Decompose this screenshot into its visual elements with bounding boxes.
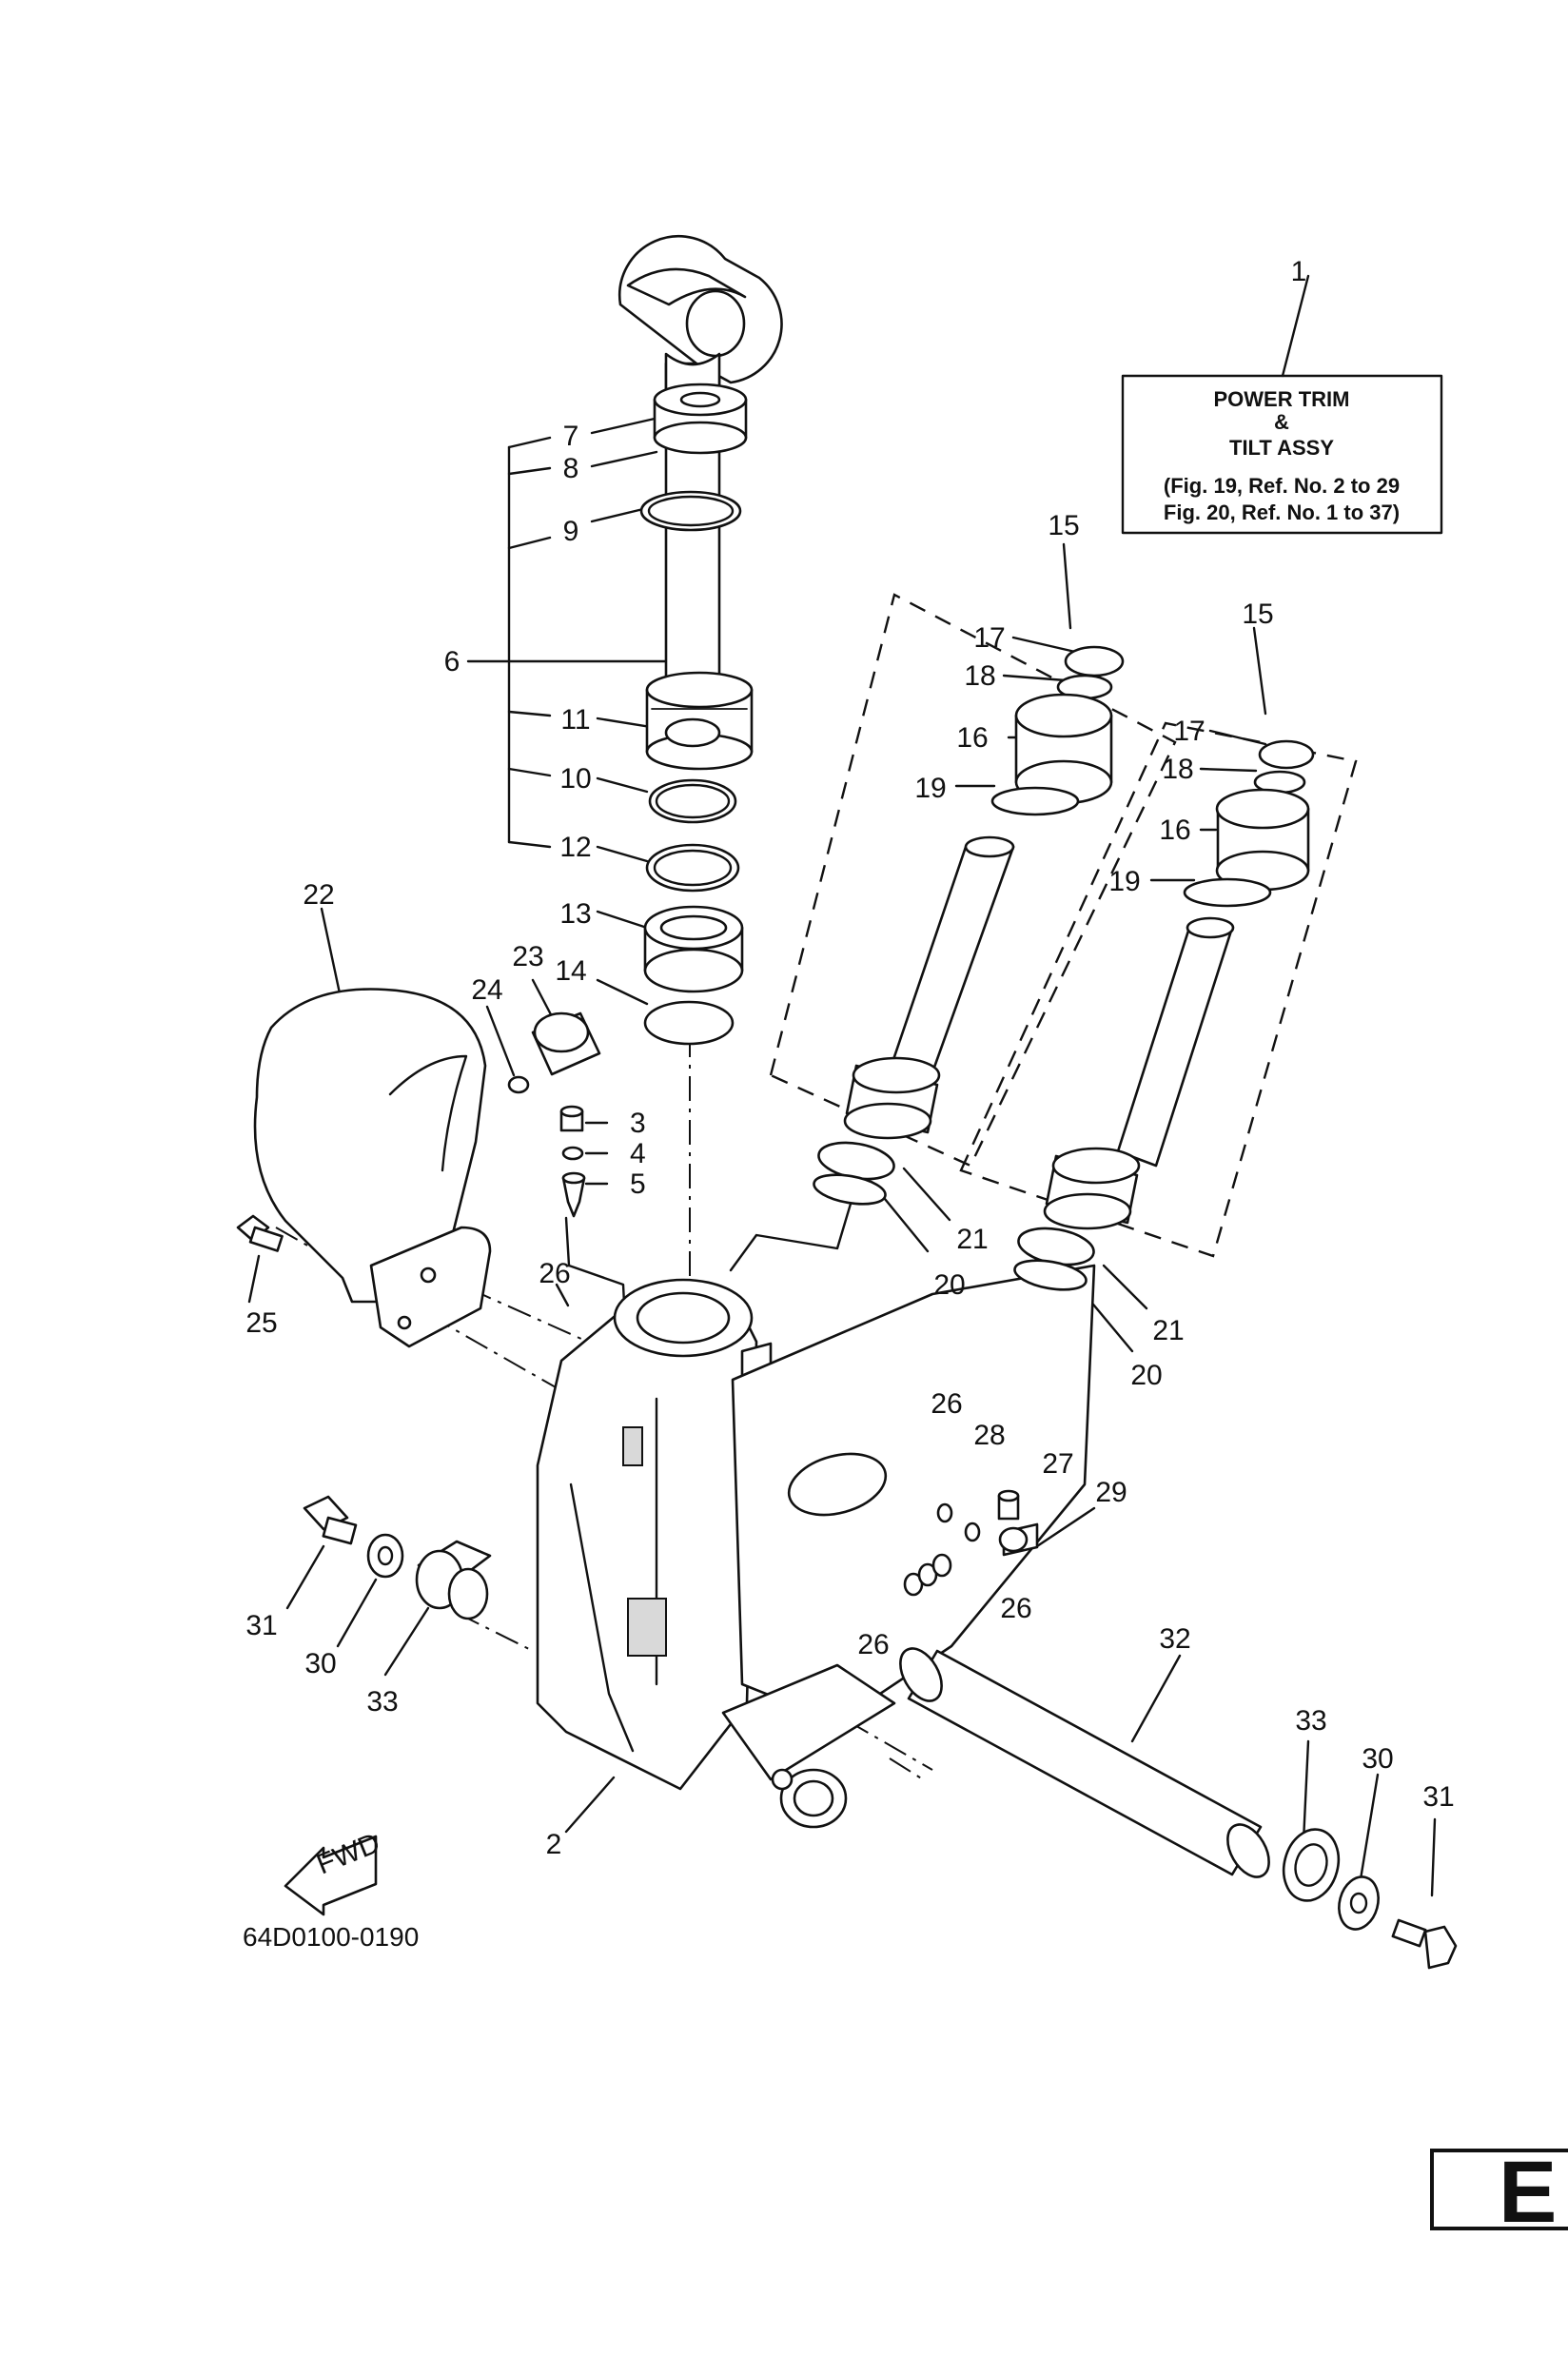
callout-21a: 21: [956, 1224, 988, 1255]
callout-30b: 30: [1362, 1743, 1393, 1775]
callout-17b: 17: [1173, 716, 1205, 747]
callout-10: 10: [559, 763, 591, 795]
callout-16b: 16: [1159, 815, 1190, 846]
callout-6: 6: [444, 646, 461, 677]
info-box-line3: TILT ASSY: [1229, 436, 1334, 460]
cover-group: [253, 988, 601, 1348]
callout-14: 14: [555, 955, 586, 987]
callout-23: 23: [512, 941, 543, 972]
callout-17a: 17: [973, 622, 1005, 654]
info-box-line4: (Fig. 19, Ref. No. 2 to 29: [1164, 474, 1400, 498]
callout-26c: 26: [1000, 1593, 1031, 1624]
callout-11: 11: [560, 704, 590, 736]
callout-15b: 15: [1242, 599, 1273, 630]
callout-20a: 20: [933, 1269, 965, 1301]
callout-27: 27: [1042, 1448, 1073, 1480]
callout-19a: 19: [914, 773, 946, 804]
bolt-25: [236, 1214, 284, 1252]
page-tab: E: [1430, 2144, 1568, 2241]
callout-19b: 19: [1108, 866, 1140, 897]
fwd-arrow: FWD: [284, 1827, 384, 1916]
callout-18a: 18: [964, 660, 995, 692]
callout-29: 29: [1095, 1477, 1127, 1508]
callout-20b: 20: [1130, 1360, 1162, 1391]
callout-3: 3: [630, 1108, 646, 1139]
callout-33a: 33: [366, 1686, 398, 1718]
tilt-rod-assembly: [618, 235, 783, 1046]
left-mount-parts: [303, 1495, 492, 1620]
piston-assemblies: [769, 593, 1358, 1291]
info-box-line2: &: [1274, 410, 1289, 434]
callout-15a: 15: [1048, 510, 1079, 541]
callout-28-area: 28: [973, 1420, 1005, 1451]
callout-24: 24: [471, 974, 502, 1006]
callout-18b: 18: [1162, 754, 1193, 785]
callout-32: 32: [1159, 1623, 1190, 1655]
callout-9: 9: [563, 516, 579, 547]
callout-16a: 16: [956, 722, 988, 754]
callout-31a: 31: [245, 1610, 277, 1641]
cylinder-body: [536, 1264, 1096, 1829]
callout-31b: 31: [1422, 1781, 1454, 1813]
callout-12: 12: [559, 832, 591, 863]
small-fittings: [903, 1489, 1039, 1597]
callout-4: 4: [630, 1138, 646, 1169]
callout-26a: 26: [539, 1258, 570, 1289]
info-box-line5: Fig. 20, Ref. No. 1 to 37): [1164, 501, 1400, 524]
callout-1: 1: [1291, 256, 1307, 287]
callout-13: 13: [559, 898, 591, 930]
page-tab-letter: E: [1499, 2144, 1557, 2241]
shaft-32: [899, 1647, 1458, 1970]
callout-8: 8: [563, 453, 579, 484]
callout-2: 2: [546, 1829, 562, 1860]
callout-22: 22: [303, 879, 334, 911]
callout-33b: 33: [1295, 1705, 1326, 1737]
callout-21b: 21: [1152, 1315, 1184, 1346]
info-box: POWER TRIM & TILT ASSY (Fig. 19, Ref. No…: [1121, 374, 1443, 535]
info-box-line1: POWER TRIM: [1214, 387, 1350, 411]
callout-7: 7: [563, 421, 579, 452]
callout-26b: 26: [931, 1388, 962, 1420]
callout-26d: 26: [857, 1629, 889, 1660]
diagram-code: 64D0100-0190: [243, 1922, 419, 1952]
callout-labels: 1 2 3 4 5 6 7 8 9 10 11 12 13 14 15 15 1…: [245, 256, 1454, 1860]
callout-25: 25: [245, 1307, 277, 1339]
callout-5: 5: [630, 1168, 646, 1200]
callout-30a: 30: [304, 1648, 336, 1679]
